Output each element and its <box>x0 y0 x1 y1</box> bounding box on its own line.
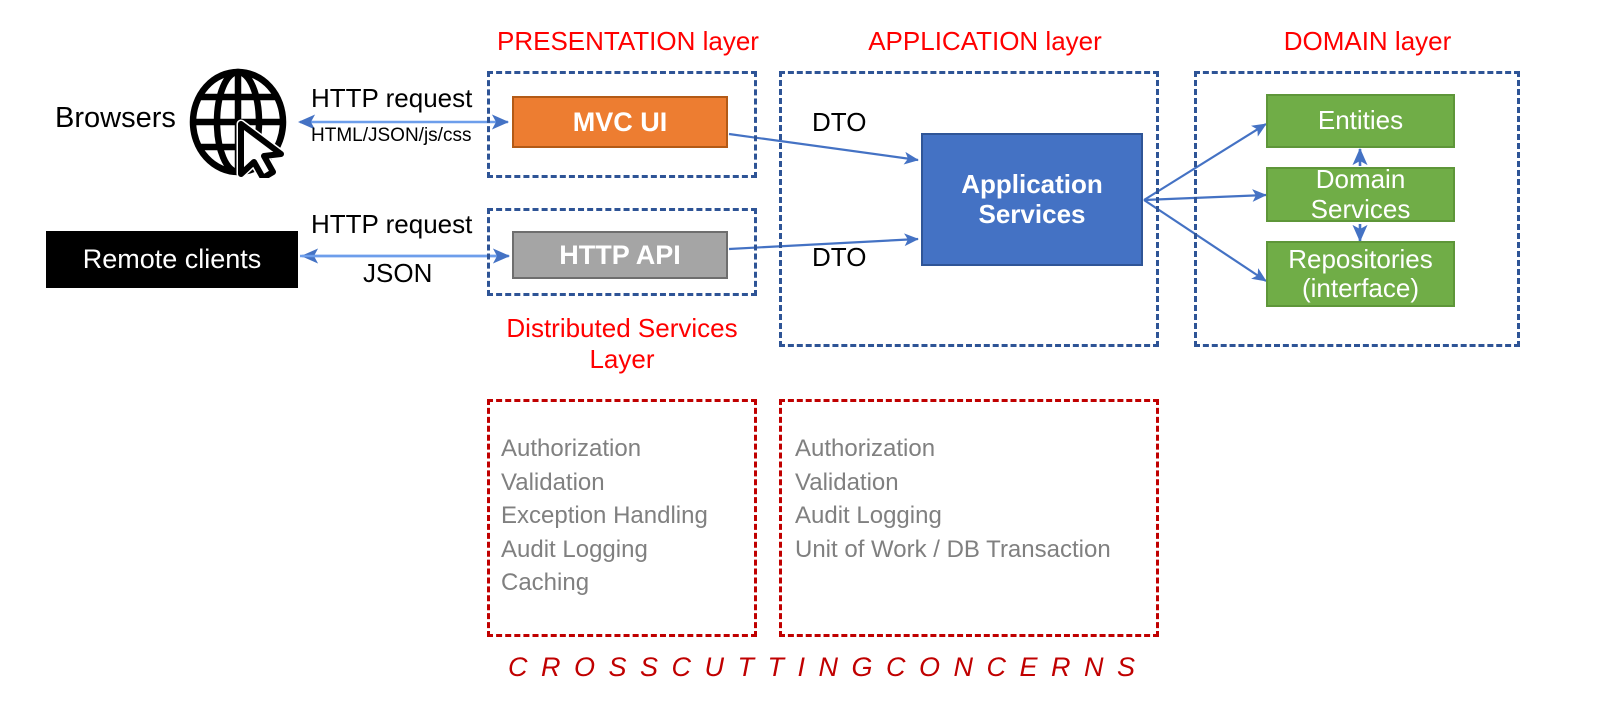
list-item: Audit Logging <box>795 502 942 529</box>
list-item: Audit Logging <box>501 535 648 563</box>
list-item: Authorization <box>501 435 642 462</box>
presentation-cross-cutting-box <box>487 399 757 637</box>
mvc-ui-box: MVC UI <box>512 96 728 148</box>
list-item: Exception Handling <box>501 502 708 529</box>
presentation-mvc-container <box>487 71 757 178</box>
remote-clients-box: Remote clients <box>46 231 298 288</box>
application-concerns-list: Authorization Validation Audit Logging U… <box>795 432 1111 566</box>
globe-cursor-icon <box>186 66 296 183</box>
list-item: Validation <box>795 468 899 496</box>
browser-response-label: HTML/JSON/js/css <box>311 125 472 146</box>
application-cross-cutting-box <box>779 399 1159 637</box>
domain-layer-container <box>1194 71 1520 347</box>
distributed-services-line2: Layer <box>589 344 655 374</box>
application-layer-title: APPLICATION layer <box>868 26 1102 56</box>
application-services-box: Application Services <box>921 133 1143 266</box>
application-layer-container <box>779 71 1159 347</box>
cross-cutting-concerns-footer: C R O S S C U T T I N G C O N C E R N S <box>507 652 1139 682</box>
list-item: Authorization <box>795 435 936 462</box>
presentation-concerns-list: Authorization Validation Exception Handl… <box>501 432 708 600</box>
repositories-box: Repositories (interface) <box>1266 241 1455 307</box>
repositories-line1: Repositories <box>1288 243 1433 274</box>
repositories-line2: (interface) <box>1301 273 1420 303</box>
application-services-line1: Application <box>961 169 1103 200</box>
application-services-line2: Services <box>978 198 1086 229</box>
browser-request-label: HTTP request <box>311 83 473 113</box>
distributed-services-layer-title: Distributed Services Layer <box>487 313 757 375</box>
client-request-label: HTTP request <box>311 209 473 239</box>
distributed-services-line1: Distributed Services <box>506 313 738 343</box>
dto-top-label: DTO <box>812 107 867 137</box>
http-api-box: HTTP API <box>512 231 728 279</box>
presentation-api-container <box>487 208 757 296</box>
entities-box: Entities <box>1266 94 1455 148</box>
domain-layer-title: DOMAIN layer <box>1283 26 1452 56</box>
list-item: Unit of Work / DB Transaction <box>795 535 1111 563</box>
dto-bottom-label: DTO <box>812 242 867 272</box>
domain-services-box: Domain Services <box>1266 165 1455 223</box>
client-response-label: JSON <box>363 258 433 288</box>
browsers-label: Browsers <box>55 102 176 134</box>
list-item: Validation <box>501 468 605 496</box>
list-item: Caching <box>501 569 590 596</box>
presentation-layer-title: PRESENTATION layer <box>497 26 759 56</box>
